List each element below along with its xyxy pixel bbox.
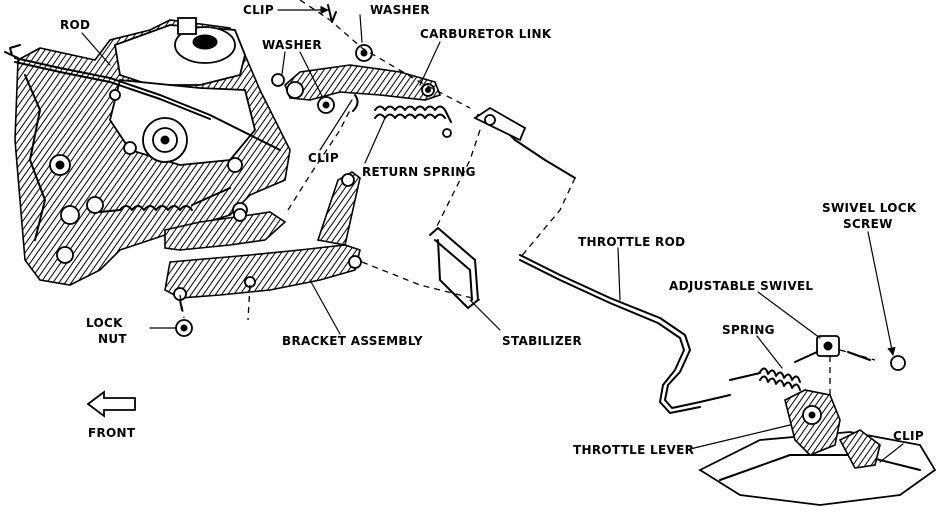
label-washer-top: WASHER xyxy=(370,3,430,17)
label-adjustable-swivel: ADJUSTABLE SWIVEL xyxy=(669,279,813,293)
label-throttle-lever: THROTTLE LEVER xyxy=(573,443,694,457)
label-washer-mid: WASHER xyxy=(262,38,322,52)
lock-nut xyxy=(175,319,193,337)
swivel-lock-screw xyxy=(847,351,906,371)
label-bracket-assembly: BRACKET ASSEMBLY xyxy=(282,334,423,348)
bracket-assembly xyxy=(164,208,362,311)
washer-mid xyxy=(271,73,335,114)
return-spring xyxy=(374,105,452,138)
label-clip-top: CLIP xyxy=(243,3,274,17)
carburetor-assembly xyxy=(4,17,291,286)
label-lock-nut-line1: LOCK xyxy=(86,316,123,330)
carb-rod xyxy=(14,57,281,151)
label-rod: ROD xyxy=(60,18,90,32)
bellcrank-lever xyxy=(316,171,361,246)
label-stabilizer: STABILIZER xyxy=(502,334,582,348)
clip-mid xyxy=(352,94,359,112)
leader-lines xyxy=(81,5,904,463)
labels: ROD CLIP WASHER WASHER CARBURETOR LINK C… xyxy=(60,3,924,457)
label-carburetor-link: CARBURETOR LINK xyxy=(420,27,552,41)
label-swivel-lock-screw-line2: SCREW xyxy=(843,217,893,231)
assembly-centerlines xyxy=(179,0,876,400)
throttle-lever xyxy=(698,389,937,506)
carburetor-link xyxy=(284,64,442,101)
label-spring: SPRING xyxy=(722,323,775,337)
label-lock-nut-line2: NUT xyxy=(98,332,127,346)
stabilizer xyxy=(429,227,479,309)
spring xyxy=(729,367,801,391)
adjustable-swivel xyxy=(794,335,840,363)
front-arrow-icon xyxy=(86,390,136,418)
label-front: FRONT xyxy=(88,426,136,440)
washer-top xyxy=(355,44,373,62)
label-return-spring: RETURN SPRING xyxy=(362,165,476,179)
label-clip-mid: CLIP xyxy=(308,151,339,165)
label-swivel-lock-screw-line1: SWIVEL LOCK xyxy=(822,201,917,215)
throttle-rod xyxy=(473,106,731,414)
label-throttle-rod: THROTTLE ROD xyxy=(578,235,685,249)
label-clip-bottom: CLIP xyxy=(893,429,924,443)
